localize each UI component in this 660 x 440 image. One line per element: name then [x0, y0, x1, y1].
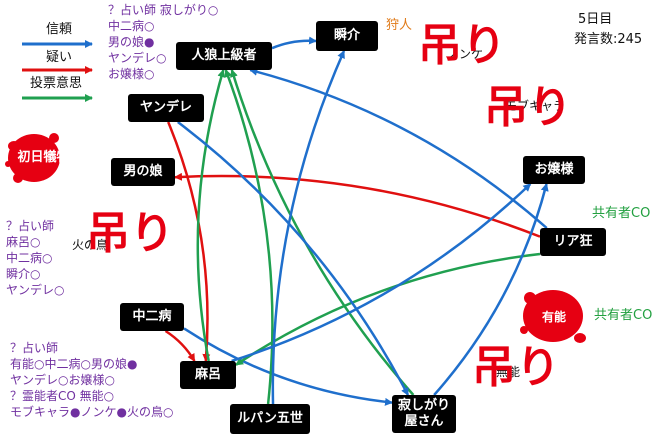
seer-note-left-line: ？占い師 [6, 219, 55, 233]
node-otokonoko[interactable]: 男の娘 [111, 158, 175, 186]
edge-vote-mahjong-to-werewolf_fan [196, 69, 226, 362]
edge-trust-riajuu-to-werewolf_fan [249, 67, 548, 229]
seer-note-top-line: 中二病○ [108, 19, 155, 33]
seer-note-bottom-line: 有能○中二病○男の娘● [10, 357, 138, 371]
first-victim-node: 初日犠牲者 [17, 149, 83, 165]
seer-note-left: ？占い師 麻呂○ 中二病○ 瞬介○ ヤンデレ○ [6, 218, 64, 298]
medium-blot [520, 290, 586, 343]
seer-note-top-line: 男の娘● [108, 35, 155, 49]
seer-note-bottom-line: ヤンデレ○お嬢様○ [10, 373, 115, 387]
co-label-a: 共有者CO [592, 206, 651, 221]
node-ojousama[interactable]: お嬢様 [523, 156, 585, 184]
seer-note-bottom-line: ？霊能者CO 無能○ [10, 389, 115, 403]
edge-trust-werewolf_fan-to-shunsuke [271, 36, 317, 50]
node-sabishigari[interactable]: 寂しがり 屋さん [392, 395, 456, 433]
seer-note-bottom-line: モブキャラ●ノンケ●火の鳥○ [10, 405, 174, 419]
node-yandere[interactable]: ヤンデレ [128, 94, 204, 122]
co-label-b: 共有者CO [594, 308, 653, 323]
seer-note-left-line: 中二病○ [6, 251, 53, 265]
edge-trust-sabishigari-to-ojousama [433, 183, 549, 396]
dead-label-hinotori: 火の鳥 [72, 238, 109, 252]
edges-group [164, 36, 549, 406]
medium-node: 有能 [542, 310, 567, 324]
first-victim-blot [5, 133, 60, 183]
legend-arrows [22, 40, 93, 102]
seer-note-top-line: ヤンデレ○ [108, 51, 167, 65]
edge-vote-lupin-to-werewolf_fan [224, 69, 274, 405]
legend-vote-label: 投票意思 [30, 76, 83, 91]
seer-note-bottom-line: ？占い師 [10, 341, 59, 355]
dead-label-nonke: ノンケ [447, 47, 484, 61]
legend-doubt-label: 疑い [46, 50, 73, 65]
node-shunsuke[interactable]: 瞬介 [316, 21, 378, 51]
node-chuuni[interactable]: 中二病 [120, 303, 184, 331]
day-counter: 5日目 [578, 12, 613, 27]
seer-note-top-line: お嬢様○ [108, 67, 155, 81]
hanged-label-hinotori: 吊り [86, 208, 174, 259]
node-mahjong[interactable]: 麻呂 [180, 361, 236, 389]
hanged-label-munou: 吊り [472, 342, 560, 393]
legend-trust-label: 信頼 [46, 22, 73, 37]
hanged-label-nonke: 吊り [418, 20, 506, 71]
edge-vote-sabishigari-to-werewolf_fan [230, 69, 415, 396]
seer-note-left-line: 麻呂○ [6, 235, 41, 249]
post-counter: 発言数:245 [574, 32, 643, 47]
seer-note-top: ？占い師 寂しがり○ 中二病○ 男の娘● ヤンデレ○ お嬢様○ [108, 2, 218, 82]
dead-label-mobu: モブキャラ [505, 99, 566, 113]
hunter-label: 狩人 [386, 18, 413, 33]
seer-note-bottom: ？占い師 有能○中二病○男の娘● ヤンデレ○お嬢様○ ？霊能者CO 無能○ モブ… [10, 340, 173, 420]
edge-trust-mahjong-to-ojousama [231, 183, 532, 363]
node-lupin[interactable]: ルパン五世 [230, 404, 310, 434]
edge-doubt-chuuni-to-mahjong [164, 329, 196, 362]
node-werewolf-fan[interactable]: 人狼上級者 [176, 42, 272, 70]
edge-trust-yandere-to-sabishigari [177, 121, 410, 396]
blood-blots [5, 133, 586, 343]
seer-note-left-line: 瞬介○ [6, 267, 41, 281]
edge-doubt-riajuu-to-otokonoko [174, 172, 541, 238]
dead-label-munou: 無能 [496, 365, 521, 379]
node-riajuu[interactable]: リア狂 [540, 228, 606, 256]
edge-trust-lupin-to-shunsuke [271, 50, 346, 405]
seer-note-left-line: ヤンデレ○ [6, 283, 65, 297]
seer-note-top-line: ？占い師 寂しがり○ [108, 3, 219, 17]
edge-doubt-yandere-to-mahjong [167, 121, 211, 362]
hanged-label-mobu: 吊り [484, 82, 572, 133]
